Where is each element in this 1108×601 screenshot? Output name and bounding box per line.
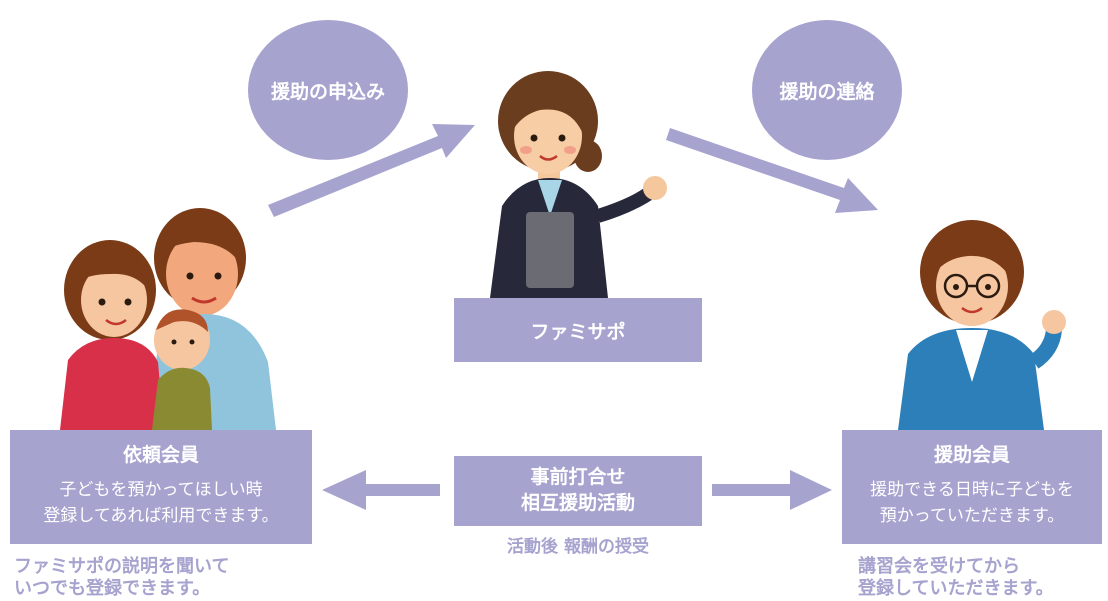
helper-box: 援助会員 援助できる日時に子どもを 預かっていただきます。 (842, 430, 1102, 544)
after-activity-note: 活動後 報酬の授受 (454, 536, 702, 558)
family-illustration (60, 208, 276, 430)
meeting-line-1: 事前打合せ (530, 466, 626, 488)
meeting-line-2: 相互援助活動 (520, 492, 635, 514)
requester-note-line-2: いつでも登録できます。 (14, 578, 211, 599)
coordinator-illustration (490, 71, 667, 298)
meeting-box: 事前打合せ 相互援助活動 (454, 456, 702, 526)
bubble-help-contact: 援助の連絡 (752, 20, 902, 160)
requester-line-2: 登録してあれば利用できます。 (43, 506, 279, 526)
requester-note-line-1: ファミサポの説明を聞いて (14, 556, 230, 577)
famisapo-label: ファミサポ (530, 320, 626, 343)
helper-note: 講習会を受けてから 登録していただきます。 (858, 556, 1054, 600)
after-activity-text: 活動後 報酬の授受 (507, 537, 649, 557)
helper-illustration (898, 220, 1066, 430)
bubble-help-request: 援助の申込み (248, 20, 408, 160)
helper-title: 援助会員 (933, 444, 1010, 466)
bubble-help-request-label: 援助の申込み (270, 80, 385, 103)
requester-title: 依頼会員 (122, 444, 199, 466)
helper-note-line-2: 登録していただきます。 (858, 578, 1054, 599)
helper-line-1: 援助できる日時に子どもを (870, 480, 1074, 500)
requester-note: ファミサポの説明を聞いて いつでも登録できます。 (14, 556, 229, 600)
famisapo-box: ファミサポ (454, 298, 702, 362)
requester-box: 依頼会員 子どもを預かってほしい時 登録してあれば利用できます。 (10, 430, 312, 544)
bubble-help-contact-label: 援助の連絡 (779, 80, 875, 103)
requester-line-1: 子どもを預かってほしい時 (59, 480, 263, 500)
helper-line-2: 預かっていただきます。 (879, 506, 1065, 526)
helper-note-line-1: 講習会を受けてから (858, 556, 1020, 577)
